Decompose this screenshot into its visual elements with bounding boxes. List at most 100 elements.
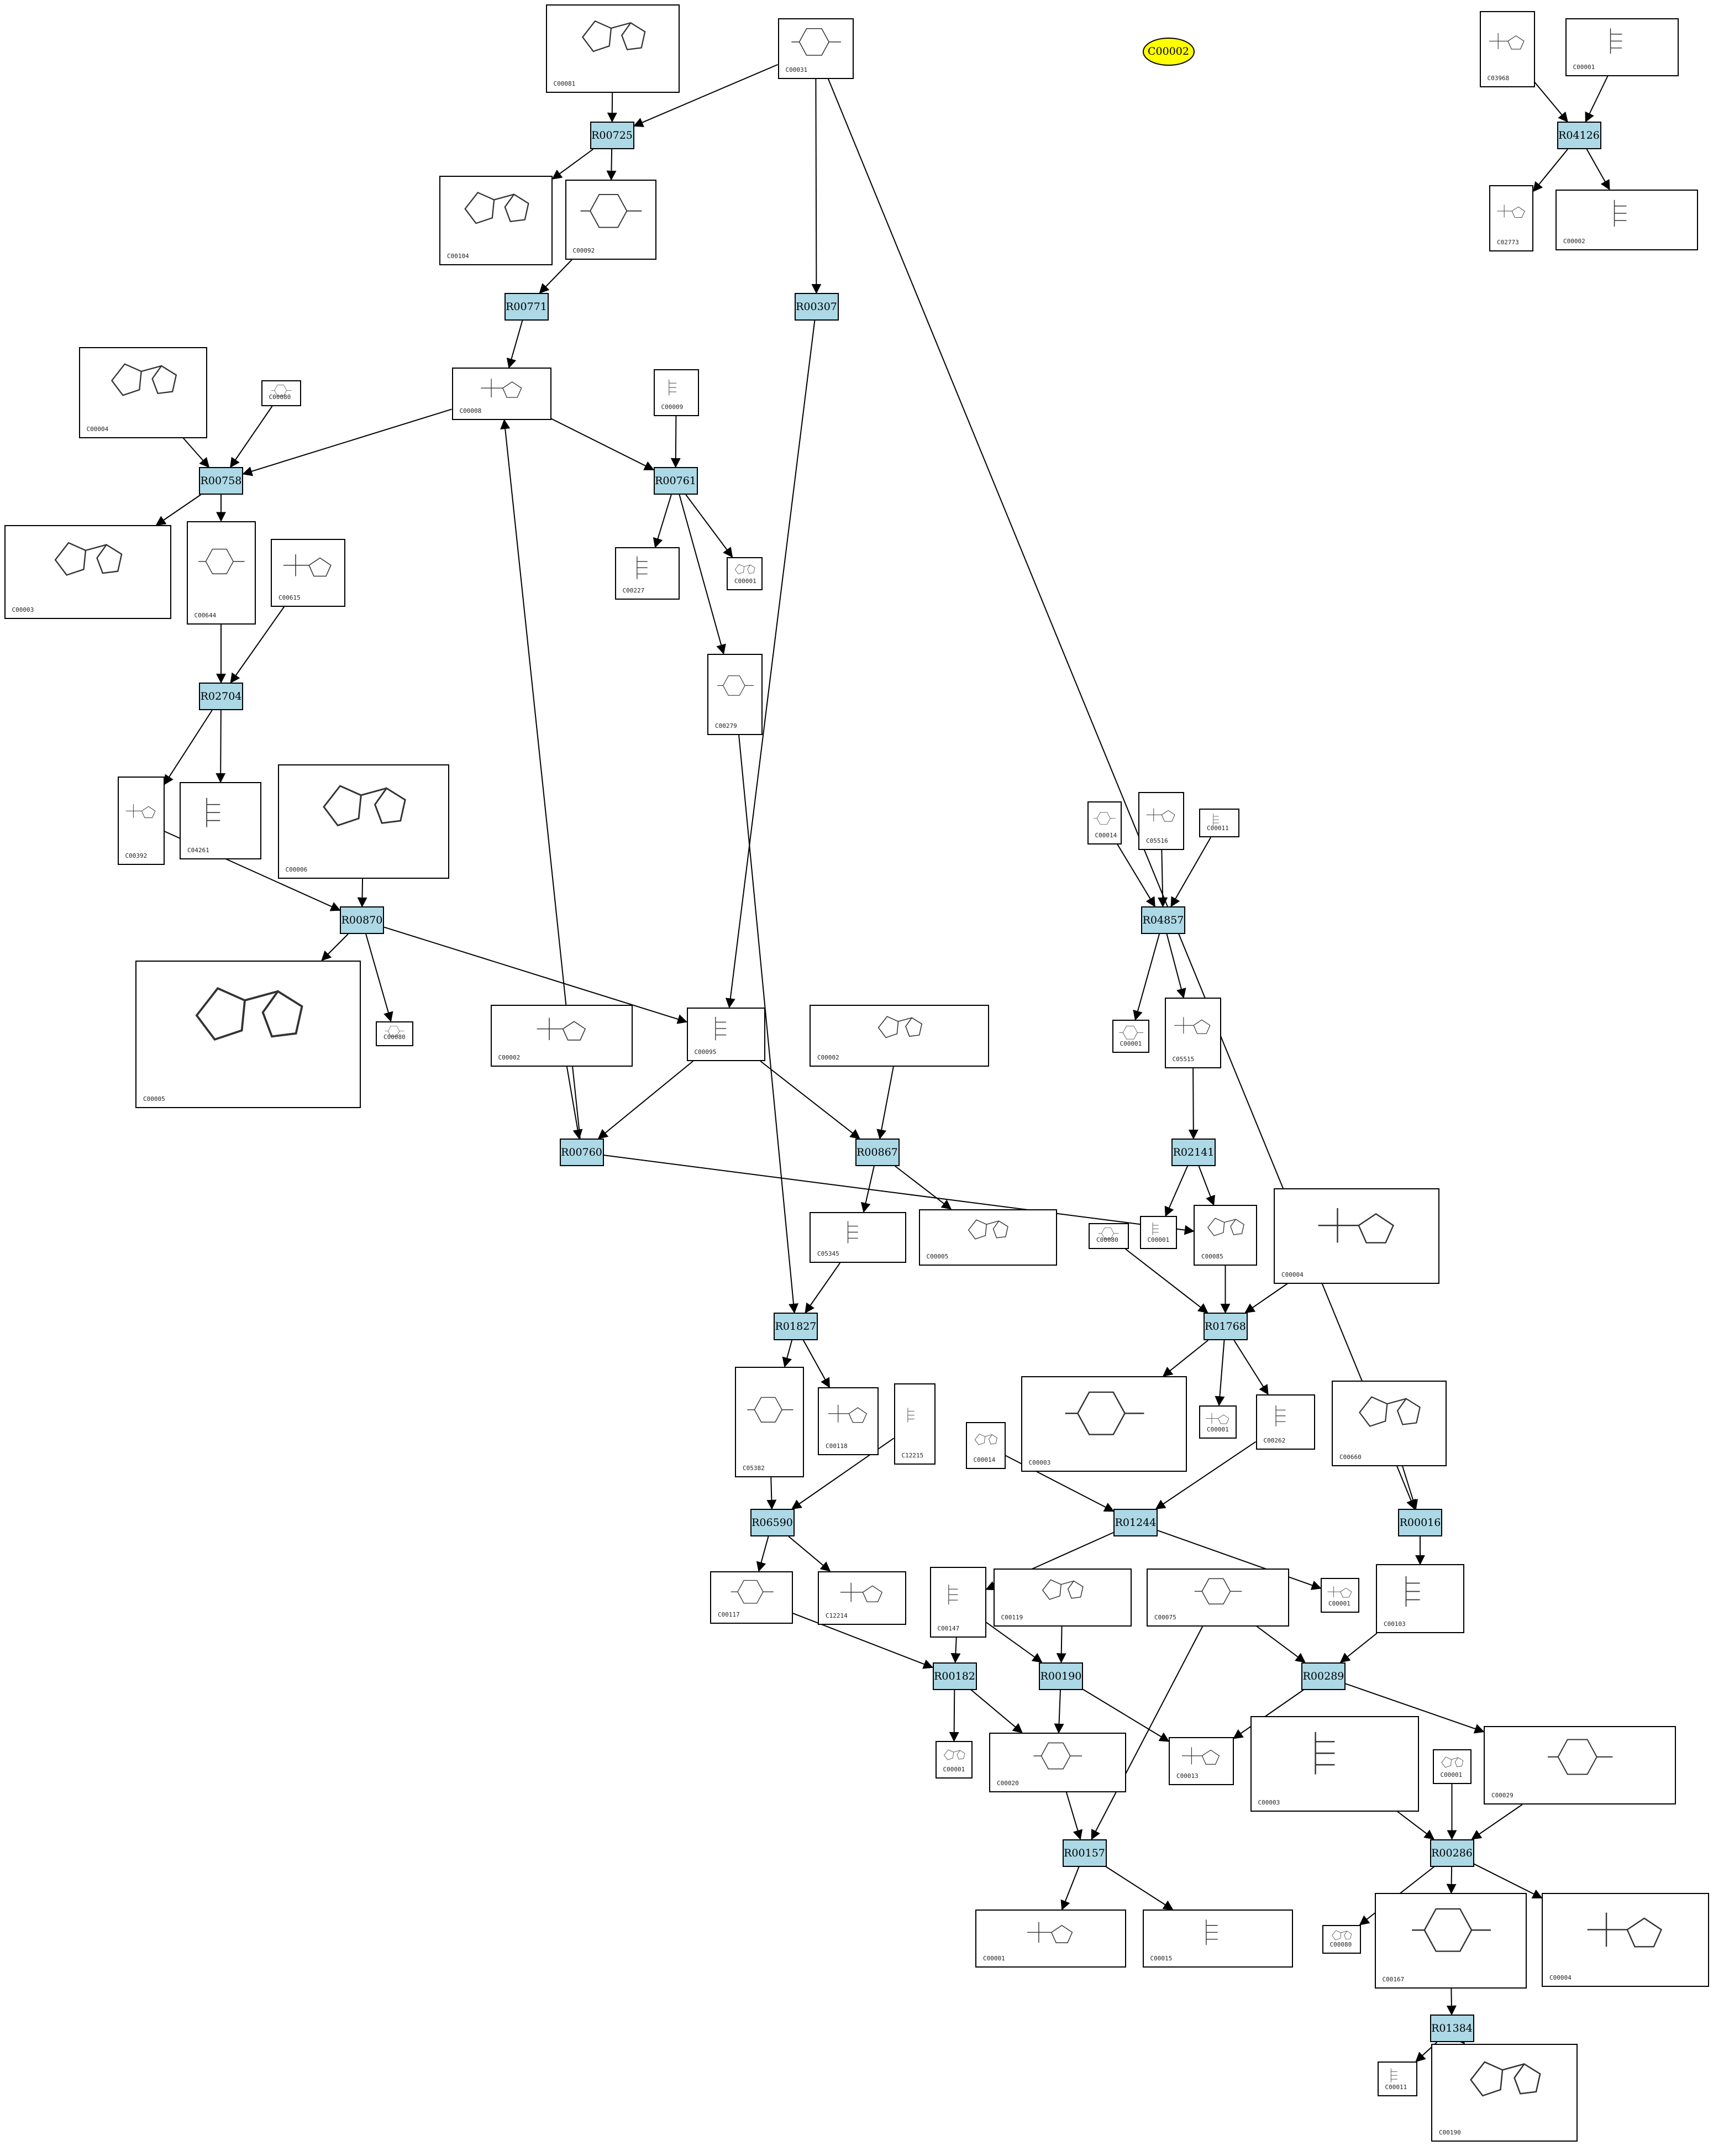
- reaction-node-r00771[interactable]: R00771: [504, 293, 549, 321]
- compound-node-c00095[interactable]: C00095: [686, 1007, 765, 1061]
- compound-node-c00001[interactable]: C00001: [727, 557, 763, 590]
- compound-node-c00001[interactable]: C00001: [1565, 18, 1679, 76]
- structure-drawing: [195, 987, 303, 1041]
- compound-node-c00002[interactable]: C00002: [490, 1004, 633, 1067]
- compound-node-c00002[interactable]: C00002: [810, 1004, 989, 1067]
- reaction-node-r00016[interactable]: R00016: [1398, 1509, 1442, 1536]
- compound-node-c00660[interactable]: C00660: [1332, 1380, 1447, 1466]
- compound-node-c00015[interactable]: C00015: [1142, 1910, 1293, 1968]
- compound-node-c00008[interactable]: C00008: [451, 368, 551, 420]
- reaction-node-r01244[interactable]: R01244: [1113, 1509, 1158, 1536]
- structure-drawing: [840, 1582, 883, 1603]
- compound-node-c00118[interactable]: C00118: [818, 1387, 879, 1455]
- compound-node-c00001[interactable]: C00001: [935, 1741, 973, 1779]
- compound-node-c00081[interactable]: C00081: [545, 4, 680, 93]
- structure-drawing: [974, 1434, 997, 1445]
- compound-node-c02773[interactable]: C02773: [1489, 185, 1533, 251]
- compound-node-c00029[interactable]: C00029: [1484, 1725, 1676, 1804]
- edge-r7-c24: [321, 933, 349, 961]
- compound-node-c00002[interactable]: C00002: [1555, 189, 1698, 250]
- compound-node-c00001[interactable]: C00001: [1199, 1405, 1237, 1439]
- compound-node-c00011[interactable]: C00011: [1377, 2061, 1417, 2096]
- compound-node-c12215[interactable]: C12215: [894, 1383, 936, 1465]
- compound-node-c00262[interactable]: C00262: [1255, 1394, 1315, 1450]
- edge-r15-c50: [1157, 1530, 1322, 1590]
- reaction-node-r01768[interactable]: R01768: [1203, 1313, 1248, 1340]
- reaction-node-r04126[interactable]: R04126: [1557, 122, 1601, 149]
- compound-node-c00104[interactable]: C00104: [439, 175, 553, 265]
- compound-node-c05515[interactable]: C05515: [1164, 998, 1221, 1068]
- compound-node-c00279[interactable]: C00279: [707, 653, 763, 735]
- compound-node-c00013[interactable]: C00013: [1169, 1737, 1234, 1785]
- reaction-node-r02704[interactable]: R02704: [199, 683, 243, 710]
- reaction-node-r00157[interactable]: R00157: [1062, 1839, 1107, 1867]
- compound-node-c00080[interactable]: C00080: [261, 380, 301, 406]
- reaction-node-r02141[interactable]: R02141: [1171, 1139, 1216, 1166]
- compound-node-c05345[interactable]: C05345: [810, 1211, 906, 1263]
- compound-id-label: C00029: [1491, 1792, 1513, 1799]
- compound-node-c00167[interactable]: C00167: [1374, 1893, 1527, 1989]
- compound-node-c00001[interactable]: C00001: [975, 1910, 1126, 1968]
- edge-r4-c12: [155, 494, 202, 526]
- compound-node-c00001[interactable]: C00001: [1112, 1020, 1149, 1053]
- edge-c57-r21: [1471, 1804, 1523, 1840]
- edge-c53-r20: [1065, 1792, 1083, 1840]
- compound-node-c00003[interactable]: C00003: [1021, 1376, 1187, 1472]
- compound-node-c00615[interactable]: C00615: [271, 539, 345, 607]
- reaction-node-r00760[interactable]: R00760: [559, 1139, 604, 1166]
- compound-node-c00092[interactable]: C00092: [565, 180, 656, 260]
- compound-node-c00085[interactable]: C00085: [1194, 1205, 1257, 1266]
- reaction-node-r00758[interactable]: R00758: [199, 467, 243, 495]
- reaction-node-r00289[interactable]: R00289: [1301, 1662, 1346, 1690]
- compound-node-c00004[interactable]: C00004: [1542, 1893, 1709, 1987]
- reaction-node-r00761[interactable]: R00761: [653, 467, 698, 495]
- compound-node-c00119[interactable]: C00119: [993, 1568, 1132, 1627]
- reaction-node-r01384[interactable]: R01384: [1430, 2015, 1474, 2042]
- reaction-node-r00725[interactable]: R00725: [590, 122, 634, 149]
- compound-node-c00117[interactable]: C00117: [710, 1571, 793, 1624]
- compound-node-c00006[interactable]: C00006: [277, 764, 449, 879]
- compound-node-c04261[interactable]: C04261: [180, 782, 261, 859]
- compound-node-c05516[interactable]: C05516: [1138, 791, 1184, 850]
- compound-node-c00020[interactable]: C00020: [989, 1733, 1126, 1792]
- compound-node-c00080[interactable]: C00080: [376, 1021, 413, 1046]
- compound-node-c00001[interactable]: C00001: [1432, 1749, 1472, 1784]
- edge-c9-r4: [230, 406, 273, 468]
- compound-node-c00011[interactable]: C00011: [1199, 808, 1239, 837]
- compound-node-c00227[interactable]: C00227: [614, 547, 680, 600]
- compound-node-c00003[interactable]: C00003: [1250, 1716, 1419, 1812]
- reaction-node-r01827[interactable]: R01827: [774, 1313, 818, 1340]
- edge-r20-c58: [1060, 1866, 1080, 1911]
- reaction-node-r00182[interactable]: R00182: [932, 1662, 977, 1690]
- compound-node-c00005[interactable]: C00005: [918, 1209, 1057, 1266]
- reaction-node-r00867[interactable]: R00867: [855, 1139, 900, 1166]
- reaction-node-r06590[interactable]: R06590: [750, 1509, 795, 1536]
- reaction-node-r00190[interactable]: R00190: [1039, 1662, 1083, 1690]
- compound-node-c00014[interactable]: C00014: [965, 1421, 1006, 1469]
- highlighted-compound-c00002[interactable]: C00002: [1142, 37, 1195, 66]
- compound-node-c00075[interactable]: C00075: [1147, 1568, 1289, 1627]
- compound-node-c00031[interactable]: C00031: [777, 18, 854, 79]
- compound-node-c00004[interactable]: C00004: [78, 347, 207, 438]
- reaction-node-r00870[interactable]: R00870: [340, 906, 384, 934]
- compound-node-c00001[interactable]: C00001: [1139, 1216, 1177, 1249]
- compound-node-c00005[interactable]: C00005: [135, 960, 361, 1108]
- compound-node-c00009[interactable]: C00009: [653, 369, 699, 416]
- compound-node-c00014[interactable]: C00014: [1087, 801, 1122, 844]
- compound-node-c05382[interactable]: C05382: [735, 1366, 804, 1477]
- compound-node-c00080[interactable]: C00080: [1089, 1223, 1129, 1249]
- compound-node-c00103[interactable]: C00103: [1376, 1564, 1464, 1633]
- compound-node-c00080[interactable]: C00080: [1322, 1924, 1361, 1954]
- reaction-node-r00307[interactable]: R00307: [794, 293, 839, 321]
- reaction-node-r00286[interactable]: R00286: [1430, 1839, 1474, 1867]
- compound-node-c00644[interactable]: C00644: [186, 521, 256, 625]
- compound-node-c00190[interactable]: C00190: [1431, 2043, 1578, 2142]
- compound-node-c12214[interactable]: C12214: [818, 1571, 906, 1625]
- compound-node-c00147[interactable]: C00147: [929, 1567, 986, 1638]
- compound-node-c03968[interactable]: C03968: [1479, 11, 1535, 87]
- compound-node-c00001[interactable]: C00001: [1321, 1578, 1359, 1613]
- reaction-node-r04857[interactable]: R04857: [1141, 906, 1185, 934]
- compound-node-c00004[interactable]: C00004: [1274, 1188, 1439, 1284]
- compound-node-c00003[interactable]: C00003: [4, 525, 171, 619]
- compound-node-c00392[interactable]: C00392: [117, 777, 165, 865]
